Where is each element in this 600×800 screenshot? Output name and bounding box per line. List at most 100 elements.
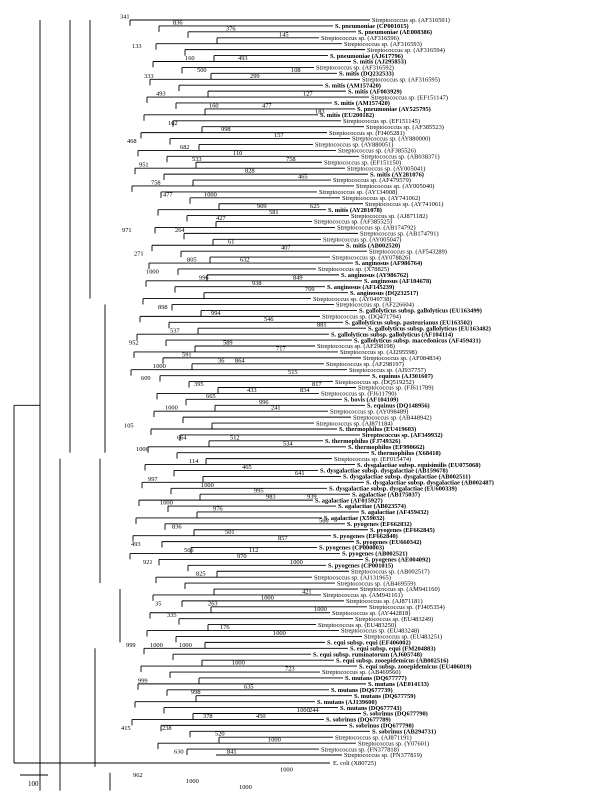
leaf-label: Streptococcus sp. (EU483251) xyxy=(364,634,442,641)
leaf-label: Streptococcus sp. (X78825) xyxy=(318,266,389,273)
bootstrap-value: 609 xyxy=(141,375,151,382)
leaf-label: S. pneumoniae (AJ617796) xyxy=(330,53,403,60)
bootstrap-value: 938 xyxy=(252,280,262,287)
leaf-label: Streptococcus sp. (AY442818) xyxy=(332,610,410,617)
bootstrap-value: 477 xyxy=(262,102,272,109)
leaf-label: Streptococcus sp. (DQ471794) xyxy=(322,314,401,321)
bootstrap-value: 709 xyxy=(305,286,315,293)
leaf-label: Streptococcus sp. (AY098489) xyxy=(330,408,408,415)
leaf-label: Streptococcus sp. (AF349932) xyxy=(362,432,443,439)
leaf-label: S. thermophilus (EF990662) xyxy=(348,444,425,451)
bootstrap-value: 108 xyxy=(291,67,301,74)
leaf-label: S. dysgalactiae subsp. equisimilis (EU07… xyxy=(357,462,481,469)
bootstrap-value: 996 xyxy=(199,274,209,281)
bootstrap-value: 427 xyxy=(216,215,226,222)
leaf-label: Streptococcus sp. (FJ611789) xyxy=(358,385,434,392)
leaf-label: Streptococcus sp. (AY005041) xyxy=(347,165,425,172)
bootstrap-value: 581 xyxy=(269,209,279,216)
bootstrap-value: 817 xyxy=(312,381,322,388)
leaf-label: S. mutans (DQ677777) xyxy=(345,675,407,682)
leaf-label: S. sobrinus (DQ677798) xyxy=(349,723,414,730)
bootstrap-value: 828 xyxy=(245,168,255,175)
bootstrap-value: 335 xyxy=(167,612,177,619)
bootstrap-value: 682 xyxy=(180,144,190,151)
bootstrap-value: 849 xyxy=(293,274,303,281)
leaf-label: Streptococcus sp. (EF151150) xyxy=(324,159,401,166)
leaf-label: S. mutans (DQ677743) xyxy=(340,705,402,712)
bootstrap-value: 333 xyxy=(144,73,154,80)
bootstrap-value: 61 xyxy=(228,239,234,246)
bootstrap-value: 271 xyxy=(134,251,144,258)
leaf-label: Streptococcus sp. (AB038371) xyxy=(361,154,440,161)
bootstrap-value: 512 xyxy=(230,434,240,441)
bootstrap-value: 501 xyxy=(225,529,235,536)
leaf-label: S. agalactiae (AF015927) xyxy=(315,497,383,504)
bootstrap-value: 421 xyxy=(302,588,312,595)
bootstrap-value: 951 xyxy=(139,162,149,169)
leaf-label: Streptococcus sp. (AF385526) xyxy=(338,148,416,155)
bootstrap-value: 632 xyxy=(240,257,250,264)
leaf-label: Streptococcus sp. (AY880051) xyxy=(315,142,393,149)
leaf-label: Streptococcus sp. (AF316591) xyxy=(372,17,450,24)
leaf-label: S. pneumoniae (AY525795) xyxy=(357,106,431,113)
leaf-label: S. mitis (AF003929) xyxy=(348,88,402,95)
bootstrap-value: 805 xyxy=(187,257,197,264)
leaf-label: S. mitis (AY281076) xyxy=(370,171,424,178)
leaf-label: Streptococcus sp. (AJ131965) xyxy=(314,574,391,581)
bootstrap-value: 909 xyxy=(257,203,267,210)
leaf-label: S. dysgalactiae subsp. dysgalactiae (AB0… xyxy=(366,480,494,487)
leaf-label: Streptococcus sp. (AB469559) xyxy=(337,580,416,587)
leaf-label: S. gallolyticus subsp. gallolyticus (EU1… xyxy=(368,325,491,332)
bootstrap-value: 493 xyxy=(131,541,141,548)
bootstrap-value: 758 xyxy=(286,156,296,163)
bootstrap-value: 145 xyxy=(279,31,289,38)
bootstrap-value: 1000 xyxy=(153,363,166,370)
leaf-label: S. anginosus (AY986762) xyxy=(341,272,408,279)
bootstrap-value: 635 xyxy=(244,683,254,690)
bootstrap-value: 264 xyxy=(175,227,185,234)
leaf-label: S. sobrinus (DQ677790) xyxy=(363,711,428,718)
leaf-label: Streptococcus sp. (AF316593) xyxy=(344,41,422,48)
bootstrap-value: 952 xyxy=(129,340,139,347)
bootstrap-value: 723 xyxy=(285,666,295,673)
bootstrap-value: 630 xyxy=(174,749,184,756)
leaf-label: Streptococcus sp. (AJ871181) xyxy=(346,598,423,605)
bootstrap-value: 534 xyxy=(283,440,293,447)
leaf-label: S. pyogenes (EU660342) xyxy=(356,539,422,546)
leaf-label: Streptococcus sp. (AJ871184) xyxy=(316,420,393,427)
bootstrap-value: 1000 xyxy=(160,500,173,507)
bootstrap-value: 493 xyxy=(238,55,248,62)
leaf-label: Streptococcus sp. (AY741061) xyxy=(365,201,443,208)
bootstrap-value: 857 xyxy=(278,535,288,542)
bootstrap-value: 1000 xyxy=(186,778,199,785)
leaf-label: S. agalactiae (AF459432) xyxy=(361,509,429,516)
leaf-label: S. equinus (AJ301607) xyxy=(372,373,433,380)
leaf-label: Streptococcus sp. (FJ405281) xyxy=(329,130,405,137)
leaf-label: S. thermophilus (FJ749326) xyxy=(325,438,400,445)
bootstrap-value: 1000 xyxy=(150,642,163,649)
leaf-label: S. agalactiae (AB175037) xyxy=(352,491,420,498)
leaf-label: Streptococcus sp. (EU483249) xyxy=(355,616,433,623)
leaf-label: Streptococcus sp. (AF316594) xyxy=(367,47,445,54)
leaf-label: Streptococcus sp. (AF298198) xyxy=(317,343,395,350)
bootstrap-value: 395 xyxy=(194,381,204,388)
bootstrap-value: 996 xyxy=(259,399,269,406)
leaf-label: Streptococcus sp. (AB469560) xyxy=(322,669,401,676)
bootstrap-value: 493 xyxy=(156,91,166,98)
bootstrap-value: 1000 xyxy=(179,642,192,649)
leaf-label: S. mitis (AM157420) xyxy=(334,100,390,107)
leaf-label: S. pneumoniae (AE008386) xyxy=(358,29,432,36)
leaf-label: S. pyogenes (EF662840) xyxy=(333,533,398,540)
leaf-label: S. sobrinus (AB294731) xyxy=(372,728,436,735)
bootstrap-value: 162 xyxy=(168,120,178,127)
bootstrap-value: 589 xyxy=(223,340,233,347)
bootstrap-value: 1000 xyxy=(165,405,178,412)
leaf-label: S. agalactiae (X59032) xyxy=(324,515,385,522)
bootstrap-value: 971 xyxy=(122,227,132,234)
bootstrap-value: 537 xyxy=(170,328,180,335)
bootstrap-value: 241 xyxy=(271,405,281,412)
leaf-label: Streptococcus sp. (AF316596) xyxy=(321,35,399,42)
leaf-label: Streptococcus sp. (AB448942) xyxy=(353,414,432,421)
leaf-label: Streptococcus sp. (AY005047) xyxy=(323,237,401,244)
